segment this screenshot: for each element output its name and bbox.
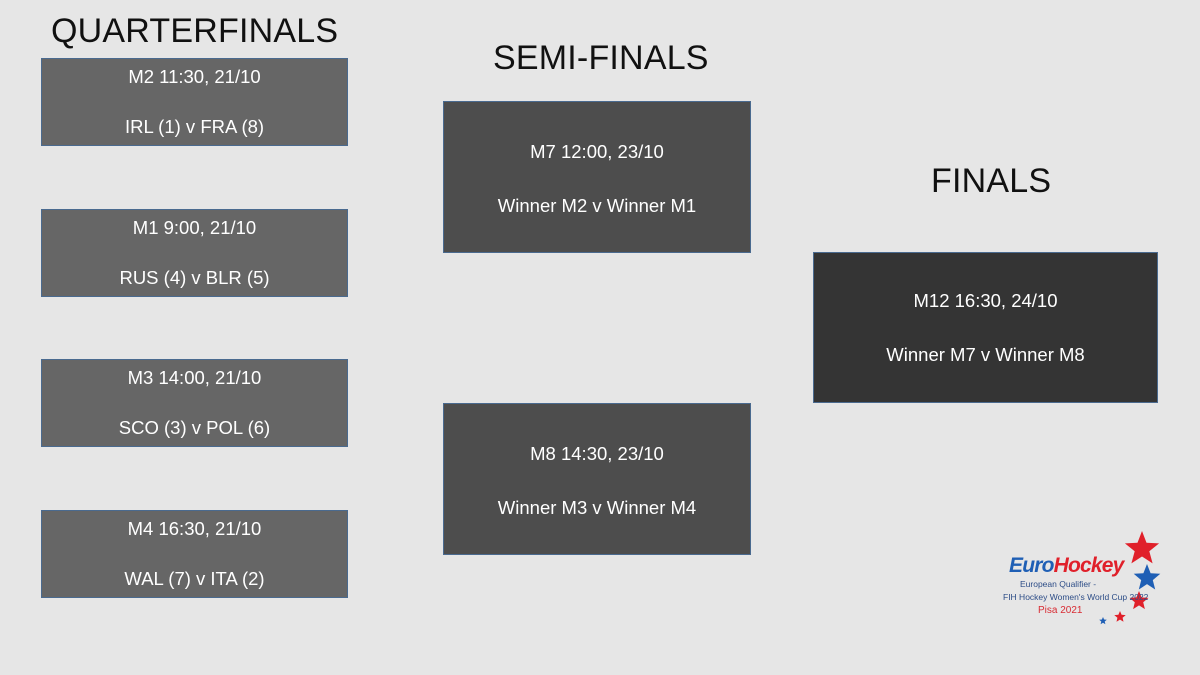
match-teams: RUS (4) v BLR (5) [119, 267, 270, 288]
semifinals-heading: SEMI-FINALS [493, 39, 709, 77]
logo-brand: EuroHockey [1009, 554, 1124, 577]
match-time: M3 14:00, 21/10 [127, 367, 262, 388]
match-time: M1 9:00, 21/10 [132, 217, 257, 238]
quarterfinal-match-m4: M4 16:30, 21/10 WAL (7) v ITA (2) [41, 510, 348, 598]
match-teams: Winner M3 v Winner M4 [497, 497, 697, 518]
final-match-m12: M12 16:30, 24/10 Winner M7 v Winner M8 [813, 252, 1158, 403]
logo-line-2: FIH Hockey Women's World Cup 2022 [1003, 592, 1149, 602]
blue-star-small-icon [1099, 617, 1107, 625]
match-teams: Winner M2 v Winner M1 [497, 195, 697, 216]
quarterfinals-heading: QUARTERFINALS [51, 12, 339, 50]
red-star-medium-icon [1129, 591, 1149, 610]
quarterfinal-match-m2: M2 11:30, 21/10 IRL (1) v FRA (8) [41, 58, 348, 146]
match-time: M8 14:30, 23/10 [530, 443, 664, 464]
quarterfinal-match-m3: M3 14:00, 21/10 SCO (3) v POL (6) [41, 359, 348, 447]
match-time: M7 12:00, 23/10 [530, 141, 664, 162]
quarterfinal-match-m1: M1 9:00, 21/10 RUS (4) v BLR (5) [41, 209, 348, 297]
match-teams: IRL (1) v FRA (8) [124, 116, 265, 137]
logo-line-1: European Qualifier - [1020, 579, 1097, 589]
match-teams: Winner M7 v Winner M8 [886, 344, 1085, 365]
match-time: M4 16:30, 21/10 [127, 518, 262, 539]
semifinal-match-m8: M8 14:30, 23/10 Winner M3 v Winner M4 [443, 403, 751, 555]
logo-line-3: Pisa 2021 [1038, 605, 1083, 616]
match-time: M2 11:30, 21/10 [128, 66, 261, 87]
match-teams: SCO (3) v POL (6) [118, 417, 271, 438]
semifinal-match-m7: M7 12:00, 23/10 Winner M2 v Winner M1 [443, 101, 751, 253]
red-star-small-icon [1114, 611, 1126, 622]
match-time: M12 16:30, 24/10 [913, 290, 1058, 311]
match-teams: WAL (7) v ITA (2) [124, 568, 265, 589]
eurohockey-logo: EuroHockey European Qualifier - FIH Hock… [1000, 528, 1200, 675]
blue-star-icon [1133, 564, 1161, 590]
logo-stars-icon [1099, 531, 1161, 625]
finals-heading: FINALS [931, 162, 1052, 200]
red-star-large-icon [1124, 531, 1160, 564]
